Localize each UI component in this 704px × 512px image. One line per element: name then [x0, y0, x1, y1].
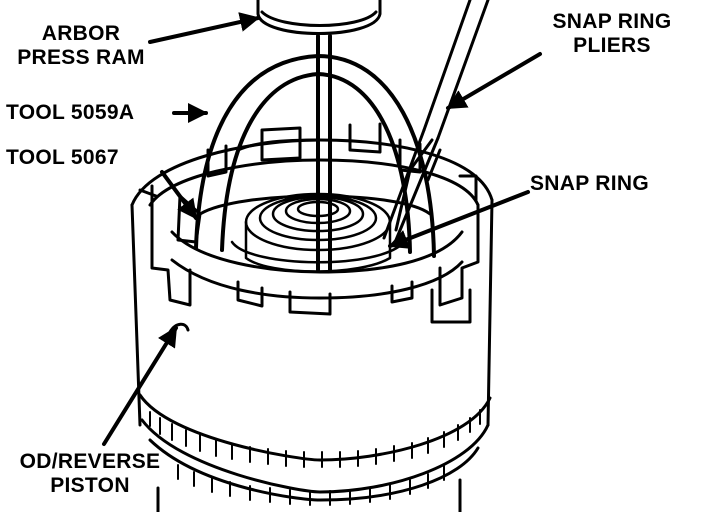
gear-teeth-ring	[149, 409, 481, 506]
label-od-reverse-piston-line1: OD/REVERSE	[19, 450, 161, 473]
label-snap-ring: SNAP RING	[530, 172, 649, 195]
label-snap-ring-pliers: SNAP RING PLIERS	[532, 10, 692, 58]
label-tool-5067: TOOL 5067	[6, 146, 119, 169]
label-od-reverse-piston-line2: PISTON	[50, 474, 130, 497]
arbor-press-ram	[256, 0, 382, 272]
label-arbor-press-ram-line2: PRESS RAM	[17, 46, 145, 69]
label-od-reverse-piston: OD/REVERSE PISTON	[0, 450, 180, 498]
label-snap-ring-pliers-line1: SNAP RING	[552, 10, 672, 33]
label-arbor-press-ram-line1: ARBOR	[41, 22, 121, 45]
arrow-snap-ring	[388, 190, 530, 249]
arrow-arbor-press-ram	[148, 12, 260, 44]
label-tool-5059a: TOOL 5059A	[6, 101, 135, 124]
snap-ring-pliers	[382, 0, 490, 242]
housing-drum	[130, 198, 494, 512]
leader-arrows	[102, 12, 542, 446]
arrow-od-reverse-piston	[102, 326, 178, 446]
label-arbor-press-ram: ARBOR PRESS RAM	[6, 22, 156, 70]
label-snap-ring-pliers-line2: PLIERS	[573, 34, 651, 57]
arrow-tool-5067	[160, 170, 198, 220]
arrow-snap-ring-pliers	[446, 52, 542, 110]
